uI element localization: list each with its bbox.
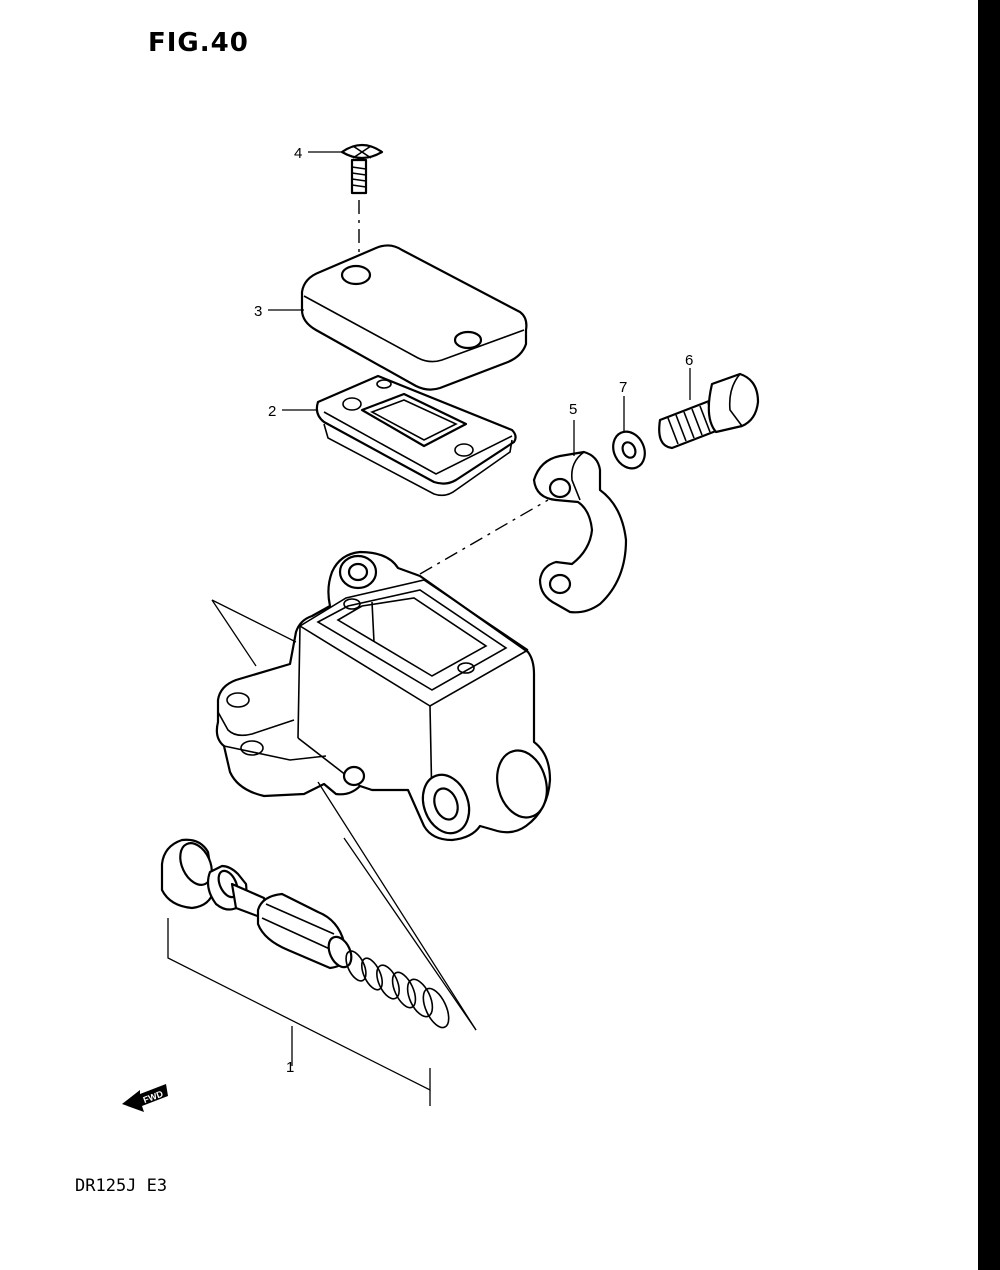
scan-edge bbox=[978, 0, 1000, 1270]
part-7-washer bbox=[612, 430, 646, 470]
part-2-diaphragm bbox=[315, 374, 517, 497]
callout-4: 4 bbox=[294, 145, 302, 162]
piston-spring bbox=[345, 950, 450, 1029]
assembly-lines bbox=[211, 151, 691, 1031]
callout-3: 3 bbox=[254, 303, 262, 320]
fwd-arrow-icon: FWD bbox=[122, 1084, 168, 1112]
callout-2: 2 bbox=[268, 403, 276, 420]
callout-6: 6 bbox=[685, 352, 693, 369]
part-4-screw bbox=[340, 143, 384, 268]
part-1-piston-kit bbox=[160, 838, 450, 1106]
callout-7: 7 bbox=[619, 379, 627, 396]
part-6-bolt bbox=[658, 372, 760, 450]
callout-1: 1 bbox=[286, 1059, 294, 1076]
figure-title: FIG.40 bbox=[148, 28, 249, 58]
part-3-reservoir-cap bbox=[300, 244, 528, 391]
master-cylinder-body bbox=[215, 550, 552, 842]
model-code: DR125J E3 bbox=[75, 1176, 168, 1196]
fwd-label: FWD bbox=[142, 1089, 165, 1106]
part-5-clamp bbox=[532, 450, 628, 614]
callout-5: 5 bbox=[569, 401, 577, 418]
